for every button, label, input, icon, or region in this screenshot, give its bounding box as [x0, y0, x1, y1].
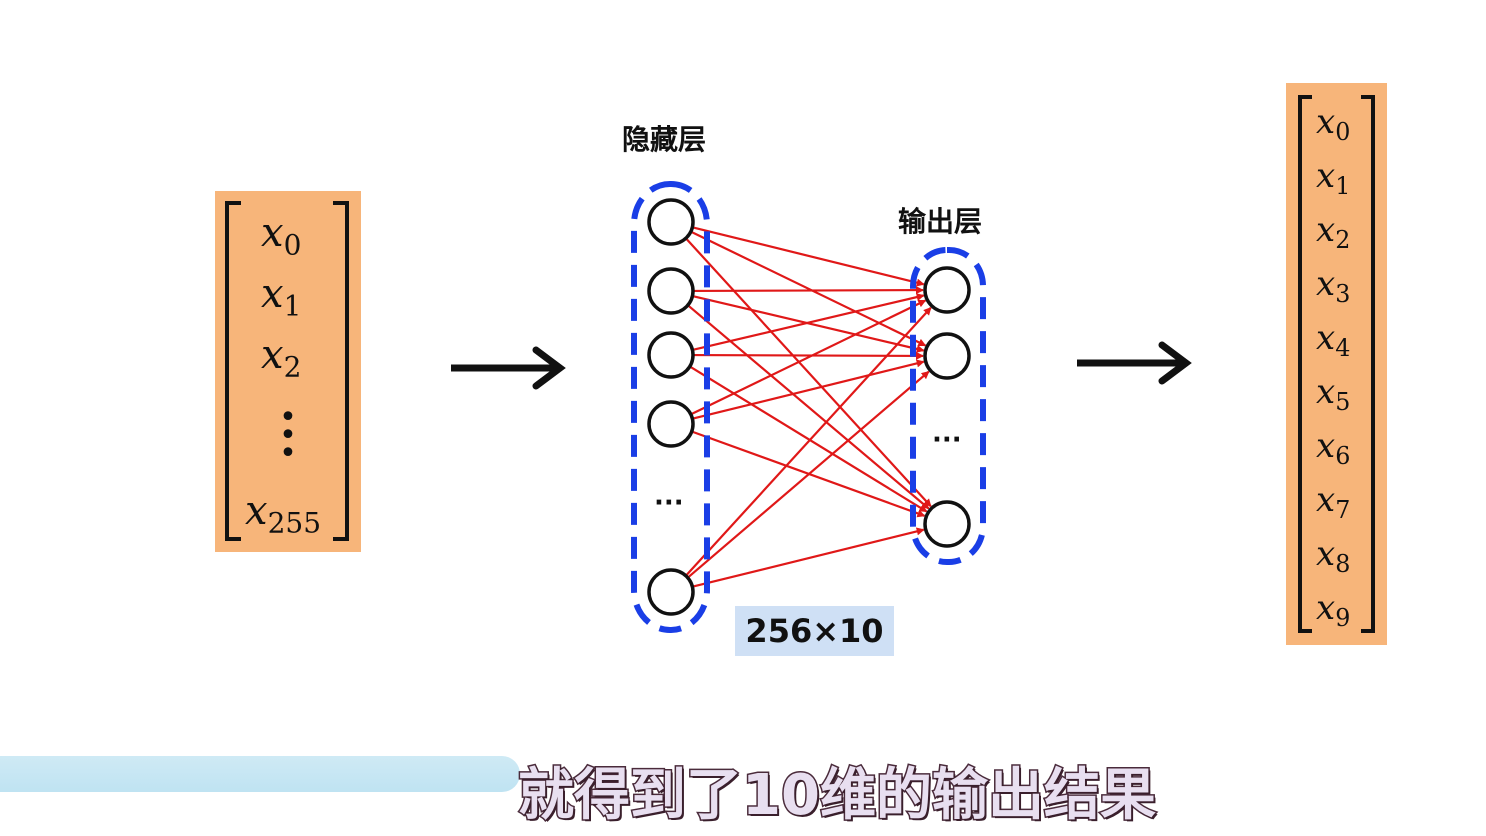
hidden-node-1	[647, 267, 695, 315]
output-vector: x0 x1 x2 x3 x4 x5 x6 x7 x8 x9	[1286, 83, 1387, 645]
output-node-2	[923, 500, 971, 548]
connection-h2-o0	[692, 293, 925, 352]
subtitle: 就得到了10维的输出结果	[517, 761, 1158, 829]
output-right-bracket	[1361, 95, 1375, 633]
connections	[685, 226, 932, 588]
hidden-node-0	[647, 198, 695, 246]
output-node-1	[923, 332, 971, 380]
connection-h1-o0	[692, 286, 925, 295]
connection-h4-o1	[687, 370, 930, 579]
input-entry-2: x2	[261, 332, 302, 384]
connection-h1-o2	[687, 304, 930, 510]
hidden-layer-ellipsis: ···	[654, 488, 684, 518]
output-entry-1: x1	[1316, 156, 1351, 201]
subtitle-band	[0, 756, 520, 792]
output-entry-6: x6	[1316, 426, 1351, 471]
hidden-layer-label: 隐藏层	[622, 123, 707, 156]
output-entry-3: x3	[1316, 264, 1351, 309]
output-left-bracket	[1298, 95, 1312, 633]
arrow-input-to-hidden	[451, 346, 566, 390]
connection-h3-o0	[690, 299, 927, 416]
hidden-node-4	[647, 568, 695, 616]
input-entry-0: x0	[261, 210, 302, 262]
input-right-bracket	[333, 201, 349, 541]
connection-h3-o1	[692, 359, 925, 420]
input-left-bracket	[225, 201, 241, 541]
input-entry-1: x1	[261, 271, 302, 323]
output-entry-7: x7	[1316, 480, 1351, 525]
output-layer-label: 输出层	[898, 205, 983, 238]
output-entry-8: x8	[1316, 534, 1351, 579]
connection-h2-o2	[689, 365, 928, 513]
hidden-node-2	[647, 331, 695, 379]
connection-h4-o0	[685, 306, 932, 577]
output-entry-9: x9	[1316, 588, 1351, 633]
hidden-layer-outline	[631, 181, 710, 633]
connection-h4-o2	[692, 527, 925, 588]
connection-h0-o1	[690, 230, 927, 347]
output-entry-4: x4	[1316, 318, 1351, 363]
output-entry-0: x0	[1316, 102, 1351, 147]
input-vector: x0 x1 x2 ••• x255	[215, 191, 361, 552]
connection-h2-o1	[692, 351, 925, 360]
output-entry-5: x5	[1316, 372, 1351, 417]
weight-shape-label: 256×10	[735, 606, 894, 656]
output-layer-outline	[910, 247, 986, 565]
output-node-0	[923, 266, 971, 314]
connection-h0-o2	[685, 237, 932, 508]
input-entry-255: x255	[245, 488, 322, 540]
output-entry-2: x2	[1316, 210, 1351, 255]
connection-h0-o0	[692, 226, 925, 287]
nodes	[647, 198, 971, 616]
arrow-output-to-vector	[1077, 341, 1192, 385]
hidden-node-3	[647, 400, 695, 448]
output-layer-ellipsis: ···	[932, 425, 962, 455]
